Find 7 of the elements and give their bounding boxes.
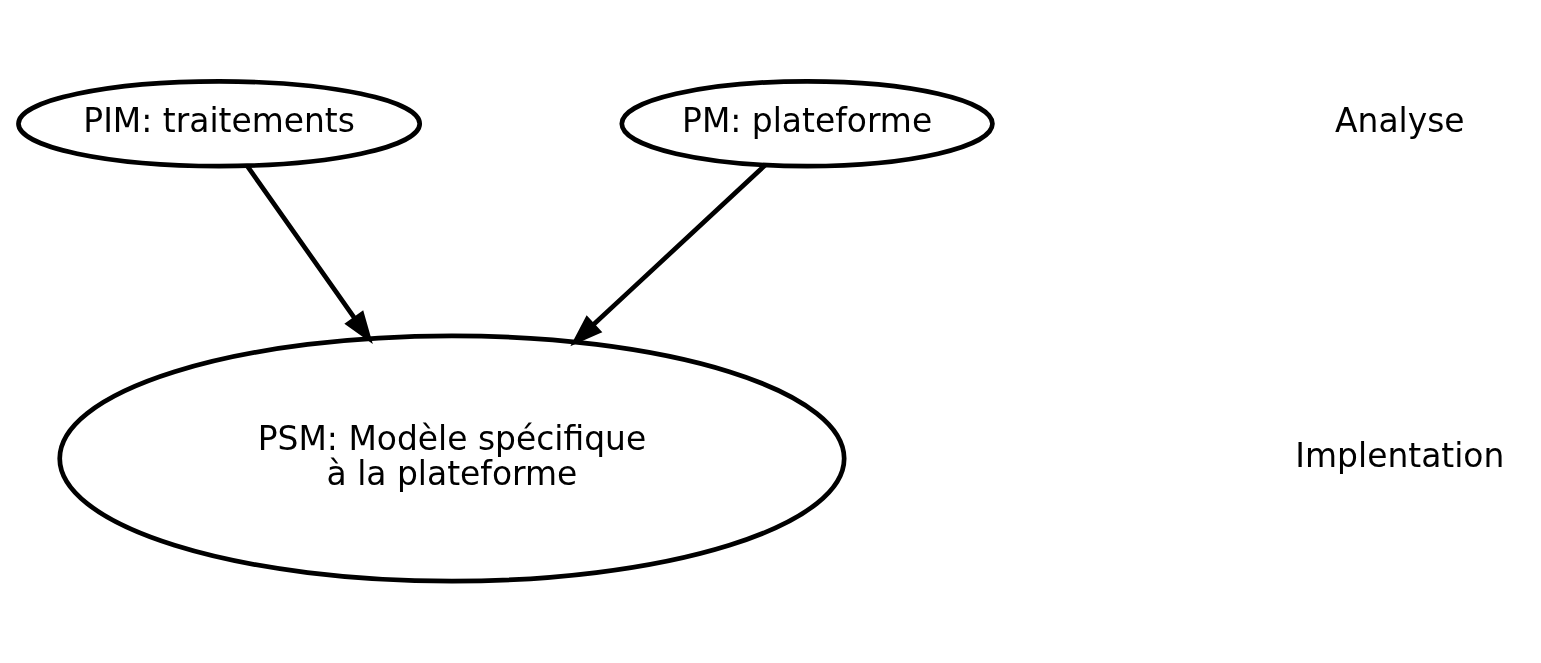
node-ellipse: PSM: Modèle spécifique à la plateforme (57, 333, 847, 584)
label: Analyse (1335, 101, 1465, 141)
arrow (570, 163, 767, 347)
label: Implentation (1295, 436, 1505, 476)
arrow (245, 164, 373, 344)
node-ellipse: PM: plateforme (619, 79, 995, 169)
node-ellipse: PIM: traitements (16, 79, 423, 169)
